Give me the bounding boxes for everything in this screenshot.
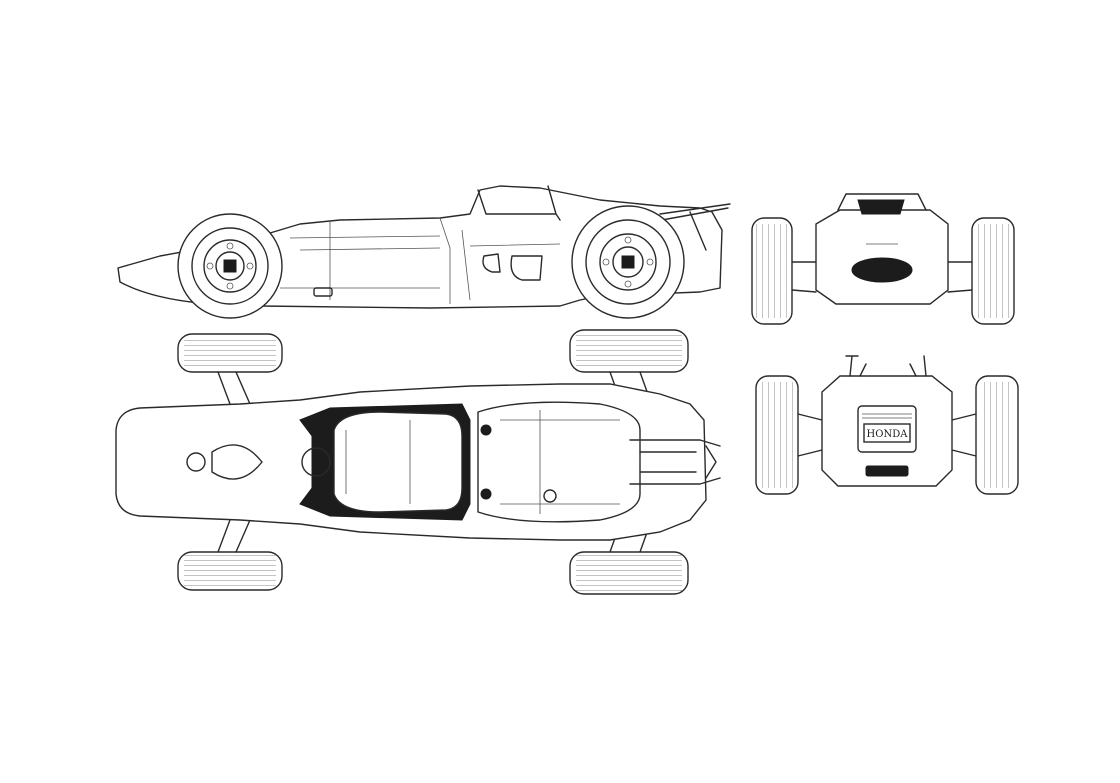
rear-lower-plate: [865, 465, 909, 477]
rear-view: HONDA: [755, 355, 1019, 495]
front-right-wheel: [971, 217, 1015, 325]
top-engine-intake: [543, 489, 557, 503]
side-exhaust-pipes: [659, 203, 731, 251]
rear-left-wheel: [755, 375, 799, 495]
front-body: [815, 209, 949, 305]
top-view: [115, 329, 721, 595]
top-engine-cover: [477, 401, 641, 523]
side-filler-cap: [313, 287, 333, 297]
top-rear-right-wheel: [569, 551, 689, 595]
side-view: [117, 185, 731, 319]
top-rear-left-wheel: [569, 329, 689, 373]
top-cockpit-seat: [333, 411, 463, 513]
rear-badge-text: HONDA: [867, 429, 909, 440]
side-roll-bar: [477, 185, 561, 221]
front-windscreen: [837, 193, 927, 211]
top-steering-wheel: [301, 447, 331, 477]
top-front-left-wheel: [177, 333, 283, 373]
side-rear-wheel: [571, 205, 685, 319]
top-front-right-wheel: [177, 551, 283, 591]
front-suspension: [791, 261, 973, 293]
front-nose-intake: [851, 257, 913, 283]
side-air-vents: [482, 253, 543, 281]
side-front-wheel: [177, 213, 283, 319]
top-exhaust-manifolds: [629, 439, 721, 485]
rear-suspension: [797, 413, 977, 457]
top-front-cowl: [211, 444, 263, 480]
front-engine-detail: [857, 199, 905, 215]
rear-gearbox: [857, 405, 917, 453]
front-left-wheel: [751, 217, 793, 325]
rear-exhaust-pipes: [845, 355, 927, 377]
side-panel-lines: [280, 217, 561, 304]
top-nose-fuel-cap: [186, 452, 206, 472]
rear-right-wheel: [975, 375, 1019, 495]
front-view: [751, 193, 1015, 325]
rear-badge: [863, 423, 911, 443]
